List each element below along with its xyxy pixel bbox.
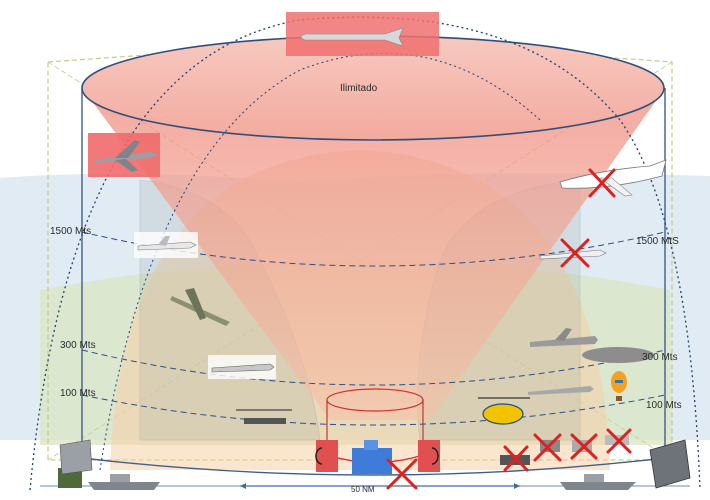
attack-aircraft-icon <box>170 288 230 326</box>
distance-label: 50 NM <box>351 485 375 494</box>
helicopter-icon <box>236 409 292 424</box>
warship-icon <box>88 474 160 490</box>
blimp-aircraft-icon <box>286 12 439 56</box>
altitude-label-100-left: 100 Mts <box>60 388 96 399</box>
radar-antenna-icon <box>58 439 93 488</box>
altitude-label-100-right: 100 Mts <box>646 400 682 411</box>
twin-engine-plane-icon <box>208 355 276 379</box>
twin-engine-plane-icon <box>530 328 598 347</box>
altitude-label-300-right: 300 Mts <box>642 352 678 363</box>
red-inverted-cone <box>82 88 665 420</box>
altitude-label-1500-right: 1500 MtS <box>636 236 679 247</box>
jammer-icon <box>315 440 338 472</box>
helicopter-icon <box>478 397 530 425</box>
altitude-ring-100 <box>81 394 666 426</box>
top-label: Ilimitado <box>340 83 378 94</box>
dotted-coverage-arc <box>29 16 701 491</box>
jammer-icon <box>418 440 440 472</box>
fighter-jet-icon <box>88 133 160 177</box>
building-icon <box>352 440 392 474</box>
altitude-ring-300 <box>81 349 666 386</box>
airship-icon <box>582 347 654 363</box>
warship-icon <box>560 474 636 490</box>
sensor-box-icon <box>649 439 691 489</box>
altitude-label-1500-left: 1500 Mts <box>50 226 92 237</box>
turboprop-plane-icon <box>134 232 198 258</box>
altitude-label-300-left: 300 Mts <box>60 340 96 351</box>
prohibited-marks <box>386 168 632 490</box>
arrow-left-head <box>240 483 246 489</box>
hot-air-balloon-icon <box>611 371 627 401</box>
arrow-right-head <box>514 483 520 489</box>
cylinder-bottom-edge <box>81 457 666 476</box>
turboprop-plane-icon <box>528 386 594 395</box>
airliner-icon <box>559 159 667 197</box>
